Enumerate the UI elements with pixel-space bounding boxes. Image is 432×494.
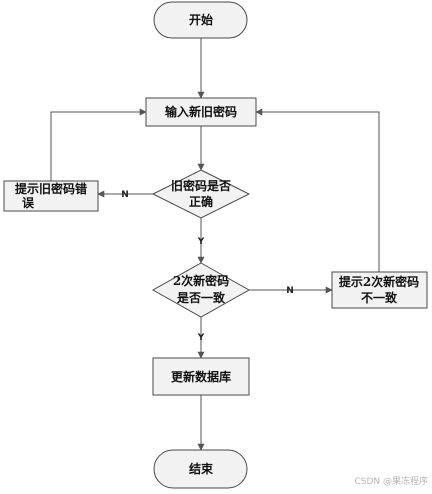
start-terminal	[153, 1, 248, 39]
check-old-password-diamond	[151, 169, 251, 219]
connector-error-match-loop-back	[255, 108, 380, 272]
check-old-password-label-line1: 旧密码是否	[171, 178, 231, 193]
error-old-password-box	[3, 180, 99, 212]
edge-label-match-yes: Y	[197, 333, 205, 343]
edge-label-match-no: N	[286, 286, 294, 296]
error-mismatch-label-line2: 不一致	[361, 290, 398, 305]
edge-label-old-yes: Y	[197, 237, 205, 247]
end-label: 结束	[189, 461, 214, 476]
edge-label-old-no: N	[121, 190, 129, 200]
update-database-label: 更新数据库	[171, 369, 231, 384]
error-old-password-label-line2: 误	[22, 196, 35, 210]
start-label: 开始	[189, 12, 213, 27]
check-match-diamond	[151, 262, 251, 318]
input-password-label: 输入新旧密码	[165, 104, 237, 119]
watermark: CSDN @果冻程序	[354, 475, 428, 487]
check-old-password-label-line2: 正确	[189, 194, 213, 209]
error-old-password-label-line1: 提示旧密码错	[15, 181, 87, 196]
error-mismatch-box	[331, 271, 428, 309]
check-match-label-line2: 是否一致	[176, 290, 226, 305]
end-terminal	[153, 449, 248, 489]
connector-error-old-loop-back	[50, 108, 147, 181]
check-match-label-line1: 2次新密码	[173, 273, 229, 288]
error-mismatch-label-line1: 提示2次新密码	[339, 274, 419, 289]
update-database-box	[152, 357, 250, 396]
input-password-box	[145, 97, 257, 127]
